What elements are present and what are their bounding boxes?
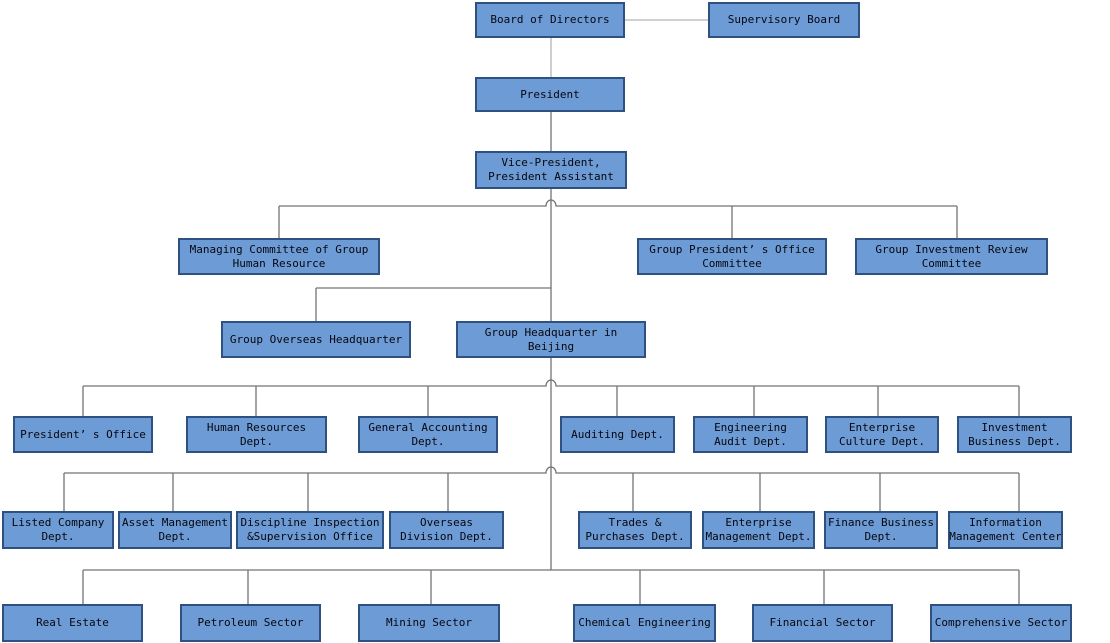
node-label: Overseas Division Dept. — [400, 516, 493, 543]
node-label: Comprehensive Sector — [934, 616, 1068, 629]
node-general-accounting-dept: General Accounting Dept. — [358, 416, 498, 453]
node-label: Group Headquarter in Beijing — [484, 325, 618, 353]
node-label: Chemical Engineering — [578, 616, 711, 629]
node-comprehensive-sector: Comprehensive Sector — [930, 604, 1072, 642]
node-label: Information Management Center — [949, 516, 1062, 543]
node-label: President’ s Office — [20, 427, 146, 441]
node-overseas-division-dept: Overseas Division Dept. — [389, 511, 504, 549]
node-board-of-directors: Board of Directors — [475, 2, 625, 38]
node-label: Group Overseas Headquarter — [229, 332, 403, 346]
node-financial-sector: Financial Sector — [752, 604, 893, 642]
node-label: Asset Management Dept. — [122, 516, 228, 543]
node-group-headquarter-beijing: Group Headquarter in Beijing — [456, 321, 646, 358]
node-label: Enterprise Culture Dept. — [838, 420, 926, 448]
node-real-estate: Real Estate — [2, 604, 143, 642]
node-label: Investment Business Dept. — [968, 420, 1061, 448]
node-human-resources-dept: Human Resources Dept. — [186, 416, 327, 453]
node-label: Engineering Audit Dept. — [714, 420, 787, 448]
node-label: General Accounting Dept. — [368, 420, 488, 448]
node-enterprise-culture-dept: Enterprise Culture Dept. — [825, 416, 939, 453]
node-label: Financial Sector — [769, 616, 876, 629]
dept-bus-1 — [82, 379, 1020, 416]
node-trades-purchases-dept: Trades & Purchases Dept. — [578, 511, 692, 549]
node-label: Enterprise Management Dept. — [705, 516, 812, 543]
node-label: Mining Sector — [385, 616, 473, 629]
node-label: Vice-President, President Assistant — [488, 156, 614, 183]
node-mining-sector: Mining Sector — [358, 604, 500, 642]
node-label: Trades & Purchases Dept. — [585, 516, 685, 543]
node-label: Real Estate — [36, 616, 109, 629]
node-group-investment-review-committee: Group Investment Review Committee — [855, 238, 1048, 275]
headquarter-bus — [315, 287, 551, 321]
node-managing-committee-hr: Managing Committee of Group Human Resour… — [178, 238, 380, 275]
node-discipline-inspection-office: Discipline Inspection &Supervision Offic… — [236, 511, 384, 549]
node-label: Discipline Inspection &Supervision Offic… — [240, 516, 380, 543]
node-group-presidents-office-committee: Group President’ s Office Committee — [637, 238, 827, 275]
node-chemical-engineering: Chemical Engineering — [573, 604, 716, 642]
node-label: Petroleum Sector — [197, 616, 304, 629]
node-label: Group Investment Review Committee — [875, 242, 1028, 270]
node-auditing-dept: Auditing Dept. — [560, 416, 675, 453]
node-listed-company-dept: Listed Company Dept. — [2, 511, 114, 549]
node-presidents-office: President’ s Office — [13, 416, 153, 453]
node-president: President — [475, 77, 625, 112]
node-label: President — [520, 87, 580, 101]
node-label: Listed Company Dept. — [11, 516, 105, 543]
node-label: Group President’ s Office Committee — [649, 242, 815, 270]
node-label: Board of Directors — [490, 13, 610, 26]
committee-bus — [278, 199, 958, 238]
sector-bus — [82, 569, 1020, 604]
node-finance-business-dept: Finance Business Dept. — [824, 511, 938, 549]
node-group-overseas-headquarter: Group Overseas Headquarter — [221, 321, 411, 358]
node-label: Managing Committee of Group Human Resour… — [189, 242, 369, 270]
node-label: Human Resources Dept. — [206, 420, 307, 448]
node-information-management-center: Information Management Center — [948, 511, 1063, 549]
node-supervisory-board: Supervisory Board — [708, 2, 860, 38]
node-investment-business-dept: Investment Business Dept. — [957, 416, 1072, 453]
node-enterprise-management-dept: Enterprise Management Dept. — [702, 511, 815, 549]
dept-bus-2 — [63, 466, 1020, 511]
node-asset-management-dept: Asset Management Dept. — [118, 511, 232, 549]
node-label: Supervisory Board — [727, 13, 841, 26]
node-engineering-audit-dept: Engineering Audit Dept. — [693, 416, 808, 453]
node-vice-president: Vice-President, President Assistant — [475, 151, 627, 189]
node-petroleum-sector: Petroleum Sector — [180, 604, 321, 642]
node-label: Finance Business Dept. — [828, 516, 934, 543]
node-label: Auditing Dept. — [571, 427, 664, 441]
